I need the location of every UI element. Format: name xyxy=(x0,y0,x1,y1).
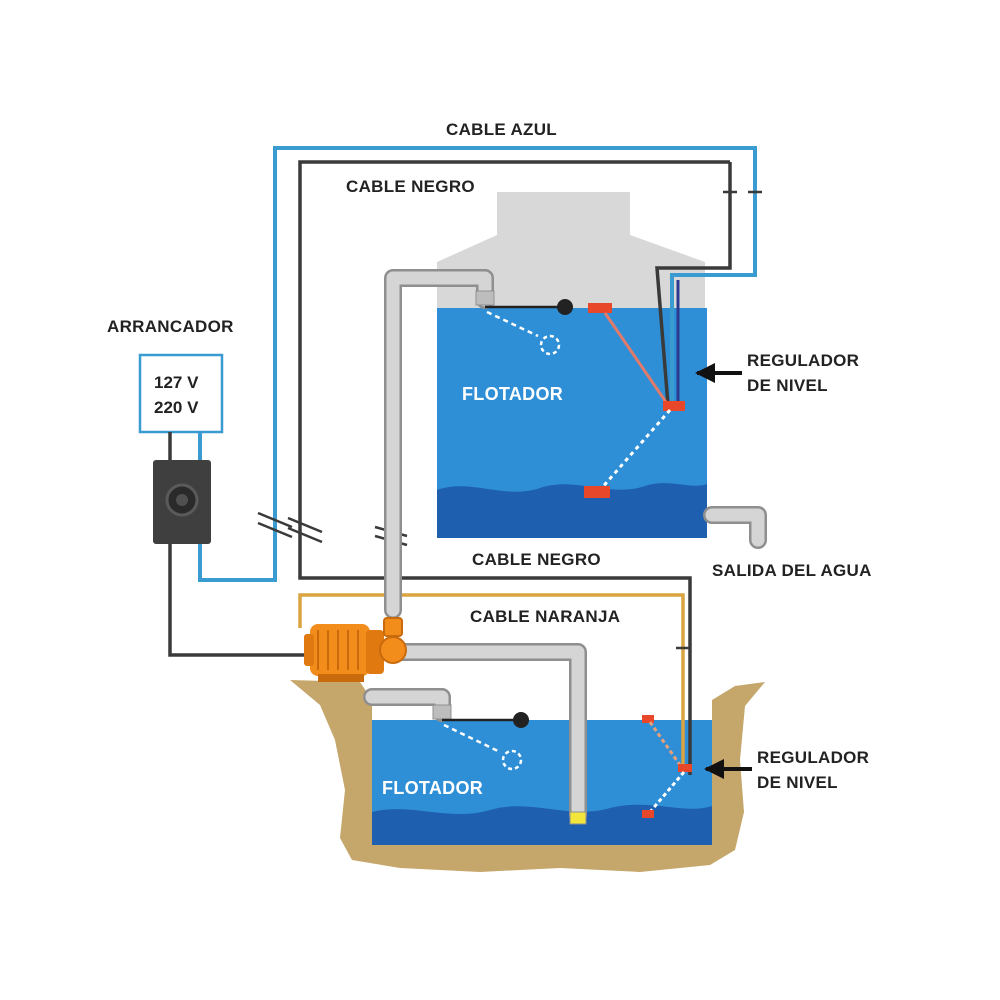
salida-del-agua-label: SALIDA DEL AGUA xyxy=(712,561,872,580)
voltage-box xyxy=(138,353,224,434)
lower-float-valve xyxy=(442,712,529,771)
cable-negro-top-label: CABLE NEGRO xyxy=(346,177,475,196)
upper-tank xyxy=(437,192,707,538)
suction-pipe xyxy=(393,645,585,822)
lower-level-regulator xyxy=(642,715,692,818)
lower-flotador-label: FLOTADOR xyxy=(382,778,483,798)
starter-box xyxy=(138,353,224,544)
upper-level-regulator xyxy=(584,303,685,498)
cistern-deep-water xyxy=(372,804,712,845)
upper-tank-lid xyxy=(437,192,705,308)
upper-flotador-label: FLOTADOR xyxy=(462,384,563,404)
black-cable-starter-pump xyxy=(168,540,310,657)
foot-valve xyxy=(569,811,587,825)
orange-cable xyxy=(298,593,685,770)
upper-regulador-label-line2: DE NIVEL xyxy=(747,376,828,395)
lower-regulador-label-line1: REGULADOR xyxy=(757,748,869,767)
cable-azul-label: CABLE AZUL xyxy=(446,120,557,139)
water-pump xyxy=(304,617,407,682)
upper-inlet-fitting xyxy=(475,290,495,306)
black-cable-upper xyxy=(298,160,730,775)
blue-cable xyxy=(198,146,757,582)
cistern xyxy=(290,680,765,872)
lower-regulador-label-line2: DE NIVEL xyxy=(757,773,838,792)
outlet-pipe xyxy=(705,508,765,547)
upper-regulador-label-line1: REGULADOR xyxy=(747,351,859,370)
riser-pipe xyxy=(386,271,492,617)
voltage-127-label: 127 V xyxy=(154,373,199,392)
upper-tank-deep-water xyxy=(437,483,707,538)
upper-float-valve xyxy=(485,299,573,356)
ground-soil xyxy=(290,680,765,872)
black-cable-to-regulator xyxy=(655,162,732,406)
voltage-220-label: 220 V xyxy=(154,398,199,417)
cistern-inlet-fitting xyxy=(432,704,452,720)
arrancador-label: ARRANCADOR xyxy=(107,317,234,336)
cable-naranja-label: CABLE NARANJA xyxy=(470,607,620,626)
cable-negro-mid-label: CABLE NEGRO xyxy=(472,550,601,569)
